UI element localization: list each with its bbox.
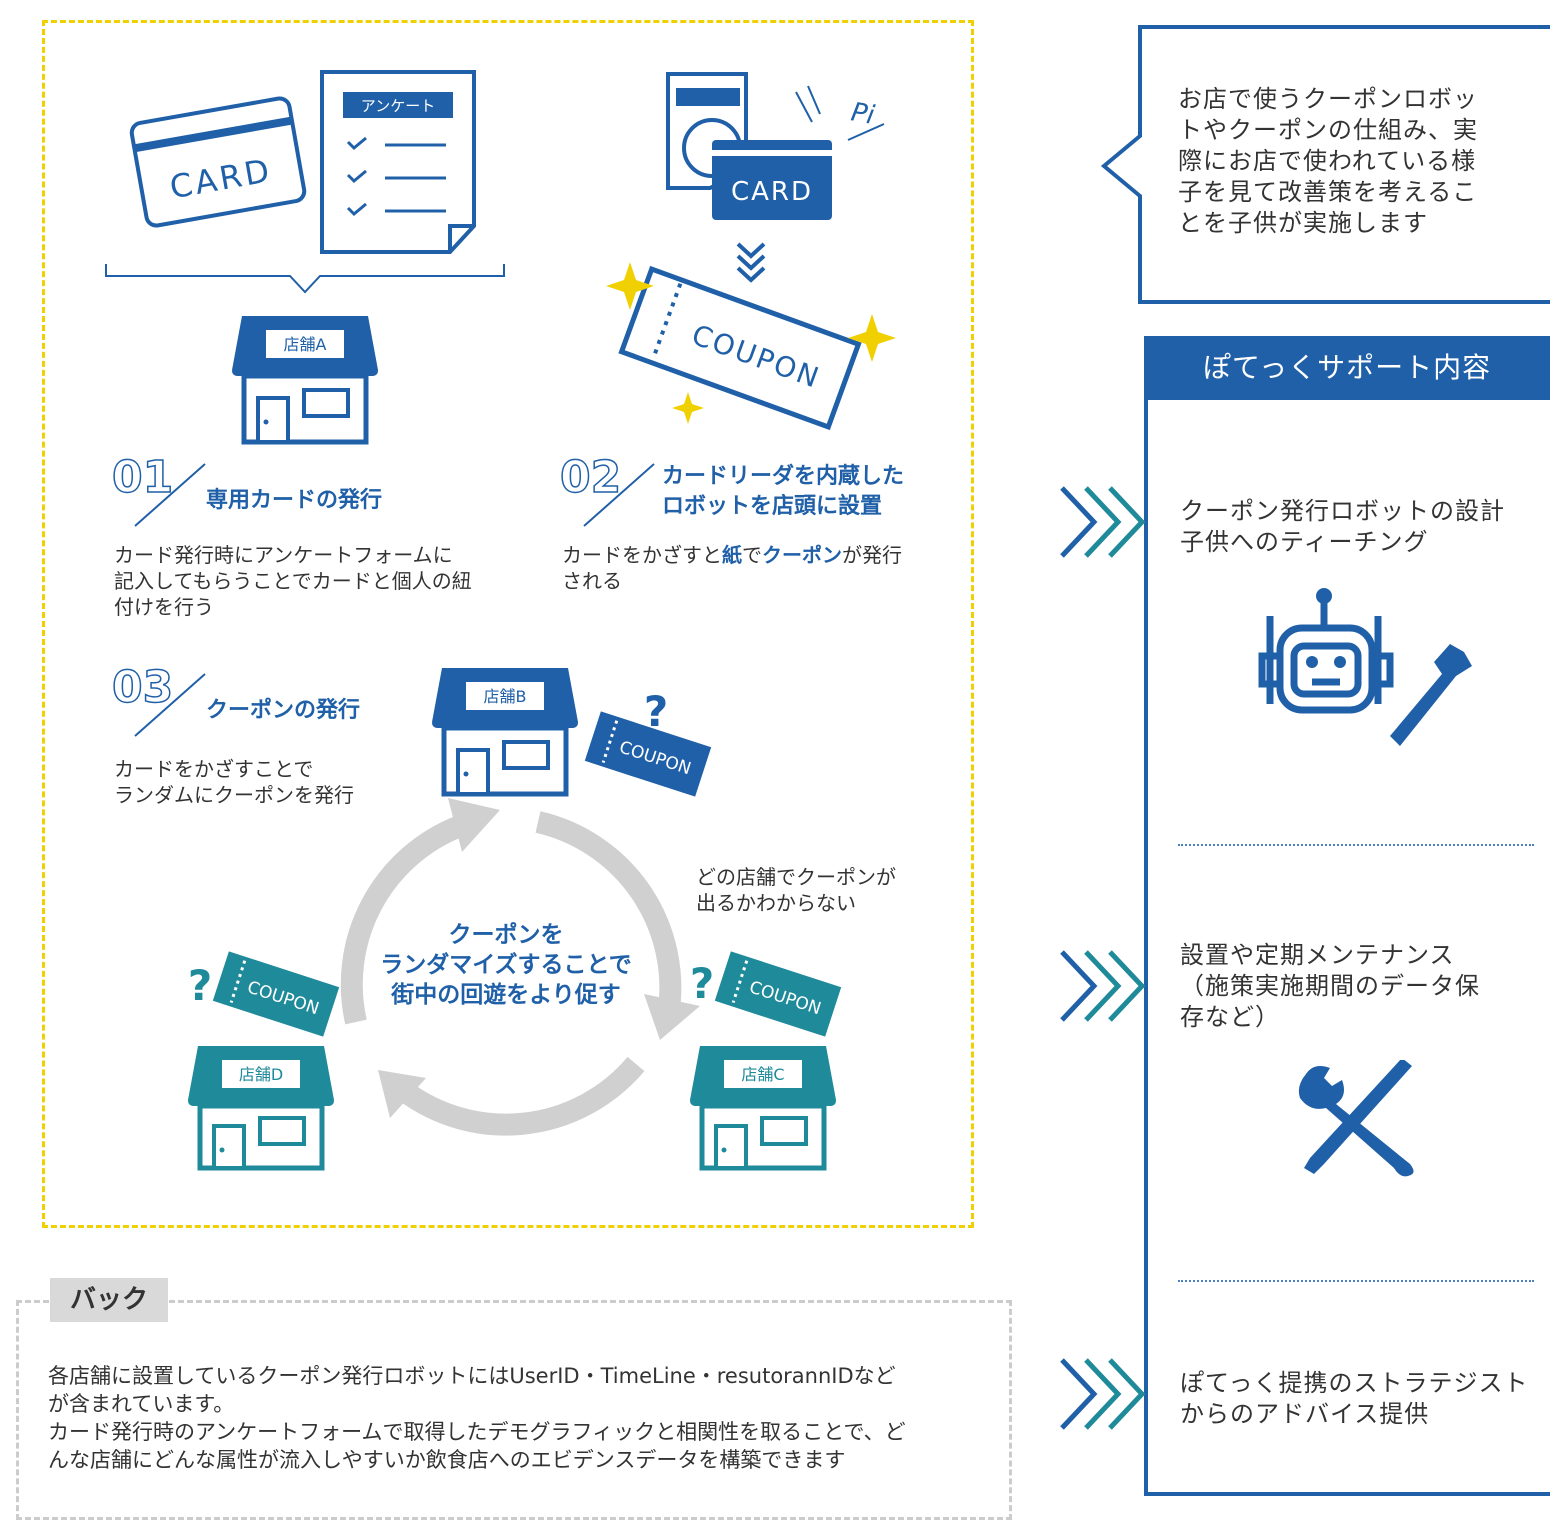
support-item-2: 設置や定期メンテナンス （施策実施期間のデータ保 存など） (1180, 941, 1480, 1031)
survey-label: アンケート (361, 97, 435, 115)
coupon-c-icon: COUPON (714, 951, 842, 1037)
chevrons-right-icon-3 (1060, 1358, 1146, 1430)
svg-text:?: ? (690, 959, 714, 1008)
step-03-title: クーポンの発行 (206, 698, 361, 723)
svg-text:CARD: CARD (731, 177, 813, 207)
cycle-note: どの店舗でクーポンが 出るかわからない (696, 865, 896, 915)
survey-sheet-icon: アンケート (320, 70, 476, 254)
back-label: バック (50, 1278, 168, 1322)
step-02-desc: カードをかざすと紙でクーポンが発行 される (562, 543, 902, 593)
coupon-b-icon: COUPON (584, 711, 712, 797)
svg-text:店舗D: 店舗D (239, 1065, 283, 1084)
step-03-desc: カードをかざすことで ランダムにクーポンを発行 (114, 757, 354, 807)
sparkle-icon (606, 262, 896, 424)
store-c-icon: 店舗C (690, 1046, 836, 1171)
illustration-layer: CARD アンケート 店舗A CARD (105, 70, 896, 1171)
step-01-desc: カード発行時にアンケートフォームに 記入してもらうことでカードと個人の紐 付けを… (114, 543, 472, 619)
svg-text:Pi: Pi (849, 97, 878, 131)
support-item-3: ぽてっく提携のストラテジスト からのアドバイス提供 (1180, 1369, 1529, 1428)
store-b-icon: 店舗B (432, 668, 578, 797)
support-item-1: クーポン発行ロボットの設計 子供へのティーチング (1180, 497, 1505, 556)
step-02-number: 02 (559, 451, 622, 504)
store-a-icon: 店舗A (232, 316, 378, 445)
tools-icon (1298, 1060, 1414, 1177)
cycle-center-text: クーポンを ランダマイズすることで 街中の回遊をより促す (380, 922, 632, 1008)
support-header: ぽてっくサポート内容 (1144, 336, 1550, 400)
step-03-number: 03 (111, 661, 174, 714)
card-icon: CARD (129, 96, 307, 228)
question-icon: ? (644, 687, 668, 736)
speech-bubble (1100, 25, 1550, 304)
chevrons-right-icon-2 (1060, 950, 1146, 1022)
card-reader-icon: CARD Pi (666, 72, 885, 220)
bracket (105, 264, 505, 294)
speech-text: お店で使うクーポンロボッ トやクーポンの仕組み、実 際にお店で使われている様 子… (1178, 85, 1478, 237)
robot-wrench-icon (1258, 588, 1472, 746)
chevron-down-icon (736, 242, 766, 283)
svg-text:店舗B: 店舗B (484, 687, 527, 706)
svg-text:店舗A: 店舗A (284, 335, 327, 354)
coupon-ticket-icon: COUPON (618, 265, 862, 431)
chevrons-right-icon-1 (1060, 486, 1146, 558)
step-01-number: 01 (111, 451, 174, 504)
svg-text:?: ? (188, 961, 212, 1010)
svg-text:店舗C: 店舗C (741, 1065, 784, 1084)
yellow-frame (42, 20, 974, 1228)
coupon-d-icon: COUPON (212, 951, 340, 1037)
divider-1 (1178, 844, 1534, 846)
step-01-title: 専用カードの発行 (206, 488, 383, 513)
cycle-arrows (340, 811, 682, 1136)
store-d-icon: 店舗D (188, 1046, 334, 1171)
step-02-title: カードリーダを内蔵した ロボットを店頭に設置 (662, 464, 905, 519)
divider-2 (1178, 1280, 1534, 1282)
back-text: 各店舗に設置しているクーポン発行ロボットにはUserID・TimeLine・re… (48, 1364, 906, 1472)
